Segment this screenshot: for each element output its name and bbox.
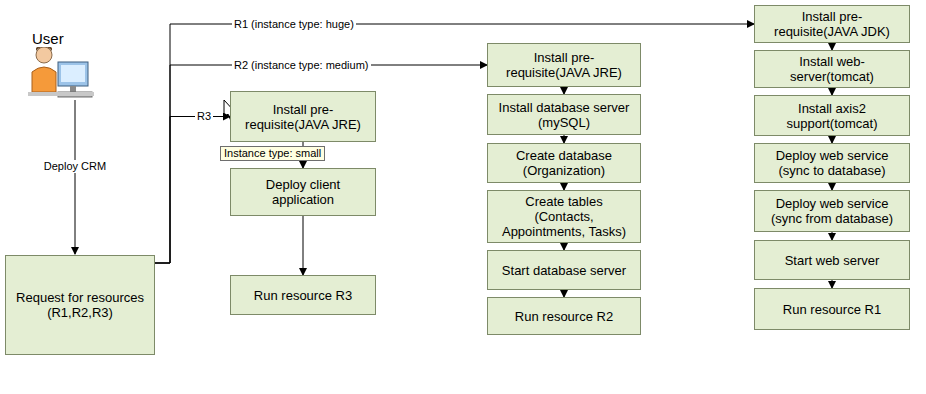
user-icon [28, 44, 94, 97]
edge-label: R1 (instance type: huge) [232, 18, 356, 31]
flow-arrow [832, 232, 833, 240]
process-box: Deploy client application [230, 168, 376, 216]
process-box: Install pre-requisite(JAVA JRE) [230, 91, 376, 142]
flow-arrow [303, 216, 304, 275]
box-text: Install pre-requisite(JAVA JRE) [239, 102, 367, 132]
process-box: Install web-server(tomcat) [754, 50, 910, 88]
edge-label: R2 (instance type: medium) [232, 59, 371, 72]
flow-arrow [832, 88, 833, 95]
box-text: Install web-server(tomcat) [763, 54, 901, 84]
flow-arrow [155, 24, 754, 263]
box-text: Run resource R3 [254, 288, 352, 303]
deploy-line [75, 100, 76, 254]
process-box: Install database server (mySQL) [487, 94, 641, 135]
box-text: Create database (Organization) [496, 148, 632, 178]
box-text: Install axis2 support(tomcat) [763, 101, 901, 131]
flow-arrow [564, 290, 565, 297]
process-box: Deploy web service (sync from database) [754, 190, 910, 232]
process-box: Create tables (Contacts, Appointments, T… [487, 190, 641, 243]
process-box: Run resource R3 [230, 275, 376, 315]
flow-arrow [155, 117, 230, 264]
process-box: Install axis2 support(tomcat) [754, 95, 910, 136]
edge-note: Deploy CRM [42, 160, 108, 173]
tooltip-label: Instance type: small [220, 146, 325, 161]
process-box: Run resource R2 [487, 297, 641, 335]
flow-arrow [832, 280, 833, 288]
box-text: Install pre-requisite(JAVA JDK) [763, 9, 901, 39]
edge-label: R3 [195, 110, 213, 123]
flow-arrow [564, 243, 565, 250]
process-box: Deploy web service (sync to database) [754, 143, 910, 183]
box-text: Deploy web service (sync to database) [763, 148, 901, 178]
flow-arrow [832, 183, 833, 190]
process-box: Install pre-requisite(JAVA JRE) [487, 43, 641, 87]
box-text: Start database server [502, 263, 626, 278]
process-box: Request for resources (R1,R2,R3) [5, 255, 155, 355]
flow-arrow [832, 136, 833, 143]
flow-arrow [832, 43, 833, 50]
box-text: Deploy web service (sync from database) [763, 196, 901, 226]
process-box: Start web server [754, 240, 910, 280]
box-text: Request for resources (R1,R2,R3) [14, 290, 146, 320]
process-box: Install pre-requisite(JAVA JDK) [754, 5, 910, 43]
process-box: Start database server [487, 250, 641, 290]
flow-arrow [564, 135, 565, 143]
process-box: Create database (Organization) [487, 143, 641, 183]
flow-arrow [564, 87, 565, 94]
box-text: Install pre-requisite(JAVA JRE) [496, 50, 632, 80]
box-text: Run resource R2 [515, 309, 613, 324]
flow-arrow [564, 183, 565, 190]
actor-label: User [30, 30, 66, 47]
box-text: Start web server [785, 253, 880, 268]
flow-arrow [155, 65, 487, 263]
box-text: Create tables (Contacts, Appointments, T… [496, 194, 632, 239]
process-box: Run resource R1 [754, 288, 910, 330]
box-text: Install database server (mySQL) [496, 100, 632, 130]
box-text: Run resource R1 [783, 302, 881, 317]
box-text: Deploy client application [239, 177, 367, 207]
